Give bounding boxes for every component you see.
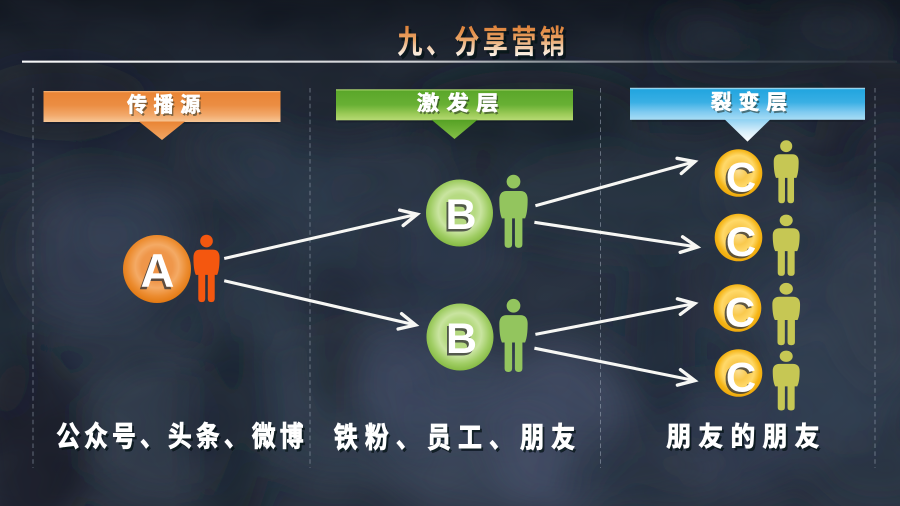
svg-text:C: C xyxy=(724,356,754,403)
svg-text:C: C xyxy=(726,353,756,400)
svg-text:B: B xyxy=(444,318,475,366)
svg-text:A: A xyxy=(139,247,173,300)
svg-text:B: B xyxy=(444,194,475,242)
svg-text:B: B xyxy=(446,315,477,363)
svg-text:A: A xyxy=(141,244,175,297)
svg-text:C: C xyxy=(724,220,754,267)
svg-text:C: C xyxy=(724,156,754,203)
svg-text:C: C xyxy=(726,153,756,200)
svg-text:B: B xyxy=(445,191,476,239)
svg-text:C: C xyxy=(725,288,755,335)
svg-text:C: C xyxy=(723,291,753,338)
svg-text:C: C xyxy=(726,218,756,265)
